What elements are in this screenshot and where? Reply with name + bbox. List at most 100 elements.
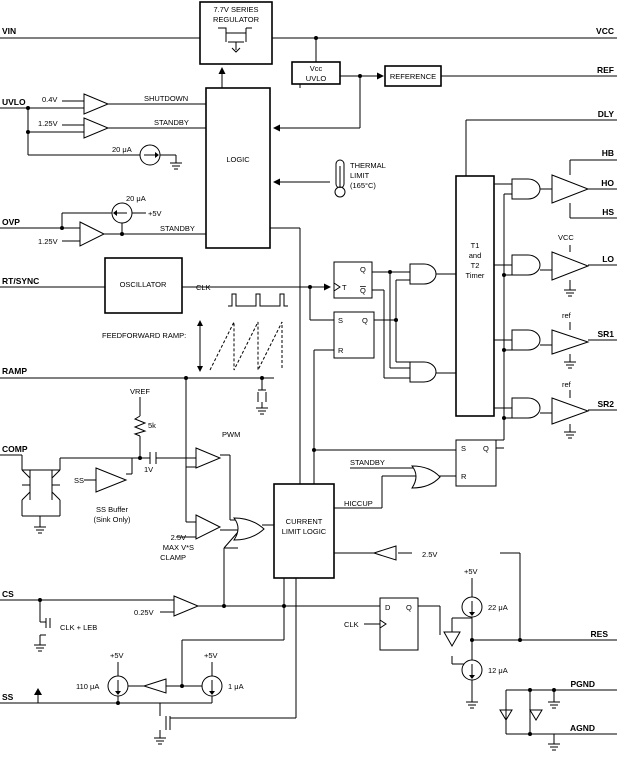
label-12ua: 12 μA: [488, 666, 508, 675]
label-ss-buffer-1: SS Buffer: [96, 505, 128, 514]
ff-t-label: T: [342, 283, 347, 292]
pin-uvlo: UVLO: [2, 97, 26, 107]
pin-ss: SS: [2, 692, 14, 702]
label-clk-leb: CLK + LEB: [60, 623, 97, 632]
label-hiccup: HICCUP: [344, 499, 373, 508]
supply-stubs: [117, 578, 473, 676]
comparators: [79, 93, 461, 694]
pin-sr2: SR2: [597, 399, 614, 409]
regulator-label-2: REGULATOR: [213, 15, 260, 24]
pin-vcc: VCC: [596, 26, 614, 36]
label-ref-sr1: ref: [562, 311, 572, 320]
pin-vin: VIN: [2, 26, 16, 36]
label-max-vs: MAX V*S: [163, 543, 194, 552]
label-5k: 5k: [148, 421, 156, 430]
label-feedforward-ramp: FEEDFORWARD RAMP:: [102, 331, 186, 340]
ff-q-label: Q: [360, 265, 366, 274]
timer-label-1: T1: [471, 241, 480, 250]
label-plus5v-b: +5V: [464, 567, 478, 576]
label-0p25v: 0.25V: [134, 608, 154, 617]
oscillator-label: OSCILLATOR: [120, 280, 167, 289]
label-clk-2: CLK: [344, 620, 359, 629]
label-standby-2: STANDBY: [160, 224, 195, 233]
uvlo-block-label-2: UVLO: [306, 74, 327, 83]
label-1ua: 1 μA: [228, 682, 244, 691]
ff-r2-label: R: [461, 472, 467, 481]
current-limit-label-1: CURRENT: [286, 517, 323, 526]
label-vref: VREF: [130, 387, 150, 396]
pin-ho: HO: [601, 178, 614, 188]
oscillator-block: OSCILLATOR: [104, 257, 183, 314]
label-plus5v-a: +5V: [148, 209, 162, 218]
label-ss-buffer-2: (Sink Only): [93, 515, 131, 524]
pin-agnd: AGND: [570, 723, 595, 733]
uvlo-block-label-1: Vcc: [310, 64, 323, 73]
ff-s2-label: S: [461, 444, 466, 453]
ff-q4-label: Q: [406, 603, 412, 612]
label-22ua: 22 μA: [488, 603, 508, 612]
reference-block: REFERENCE: [384, 65, 442, 87]
sr-flipflop-1: S Q R: [333, 311, 375, 359]
label-thermal-2: LIMIT: [350, 171, 370, 180]
timer-block: T1 and T2 Timer: [455, 175, 495, 417]
ff-q3-label: Q: [483, 444, 489, 453]
ramp-waveform: [197, 320, 283, 372]
pin-res: RES: [591, 629, 609, 639]
logic-block: LOGIC: [205, 87, 271, 249]
label-20ua-b: 20 μA: [126, 194, 146, 203]
label-1v: 1V: [144, 465, 153, 474]
pin-dly: DLY: [598, 109, 615, 119]
and-gates: [409, 178, 541, 419]
toggle-flipflop: T Q Q: [333, 261, 373, 299]
ff-s-label: S: [338, 316, 343, 325]
pin-hb: HB: [602, 148, 614, 158]
ff-r-label: R: [338, 346, 344, 355]
pin-cs: CS: [2, 589, 14, 599]
label-standby-1: STANDBY: [154, 118, 189, 127]
current-sources: [107, 144, 483, 697]
label-clamp: CLAMP: [160, 553, 186, 562]
pin-comp: COMP: [2, 444, 28, 454]
label-0p4v: 0.4V: [42, 95, 57, 104]
pin-rt-sync: RT/SYNC: [2, 276, 39, 286]
timer-label-2: and: [469, 251, 482, 260]
label-plus5v-d: +5V: [204, 651, 218, 660]
pin-lo: LO: [602, 254, 614, 264]
pin-ramp: RAMP: [2, 366, 27, 376]
passives: [21, 389, 543, 730]
pin-ovp: OVP: [2, 217, 20, 227]
label-2p5v-a: 2.5V: [171, 533, 186, 542]
pin-labels: VIN VCC REF UVLO DLY HB HO HS OVP RT/SYN…: [2, 26, 614, 733]
pin-pgnd: PGND: [570, 679, 595, 689]
vcc-uvlo-block: Vcc UVLO: [291, 61, 341, 85]
label-1p25v-b: 1.25V: [38, 237, 58, 246]
pin-ref: REF: [597, 65, 614, 75]
current-limit-label-2: LIMIT LOGIC: [282, 527, 327, 536]
label-pwm: PWM: [222, 430, 240, 439]
pin-hs: HS: [602, 207, 614, 217]
label-thermal-1: THERMAL: [350, 161, 386, 170]
label-vcc-lo: VCC: [558, 233, 574, 242]
reference-label: REFERENCE: [390, 72, 436, 81]
label-thermal-3: (165°C): [350, 181, 376, 190]
label-clk-1: CLK: [196, 283, 211, 292]
label-ss-in: SS: [74, 476, 84, 485]
clock-waveform: [228, 293, 288, 307]
logic-label: LOGIC: [226, 155, 250, 164]
sr-flipflop-2: S Q R: [455, 439, 497, 487]
thermometer-icon: [334, 159, 346, 198]
label-standby-3: STANDBY: [350, 458, 385, 467]
regulator-label-1: 7.7V SERIES: [213, 5, 258, 14]
current-limit-block: CURRENT LIMIT LOGIC: [273, 483, 335, 579]
label-2p5v-b: 2.5V: [422, 550, 437, 559]
ground-symbols: [34, 162, 576, 751]
label-shutdown: SHUTDOWN: [144, 94, 188, 103]
ff-q2-label: Q: [362, 316, 368, 325]
or-gates: [232, 465, 441, 541]
label-1p25v-a: 1.25V: [38, 119, 58, 128]
ff-qbar-label: Q: [360, 286, 366, 295]
junction-dots: [26, 36, 556, 736]
ff-d-label: D: [385, 603, 391, 612]
timer-label-3: T2: [471, 261, 480, 270]
